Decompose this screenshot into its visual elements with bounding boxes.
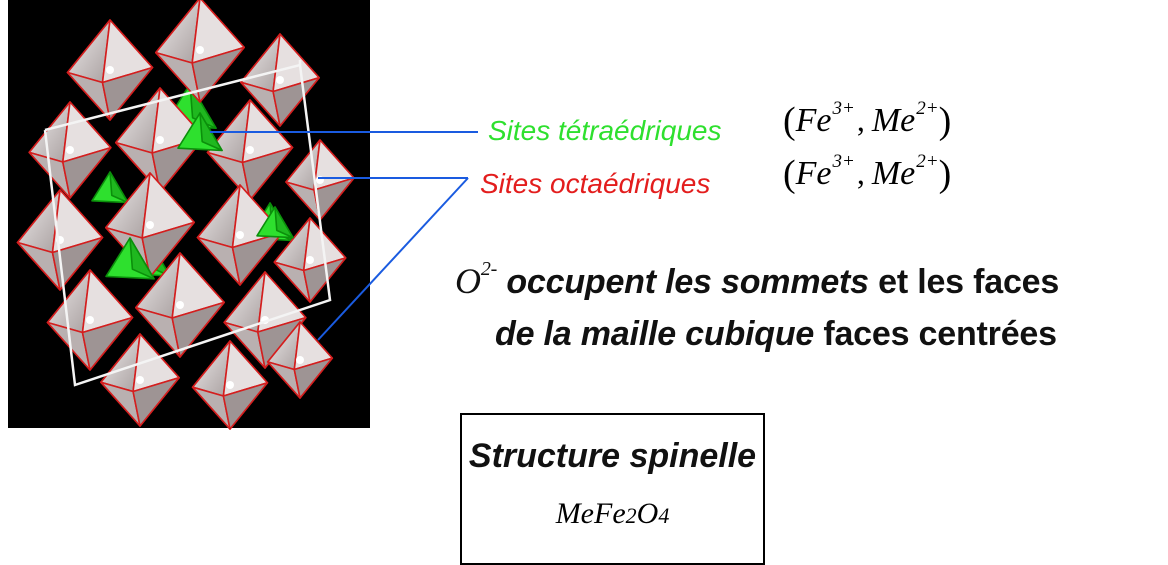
oxygen-description-line2: de la maille cubique faces centrées bbox=[495, 315, 1057, 353]
atom-sphere bbox=[106, 66, 114, 74]
structure-box: Structure spinelle MeFe2O4 bbox=[460, 413, 765, 565]
structure-formula: MeFe2O4 bbox=[555, 497, 670, 530]
octahedron-face bbox=[81, 316, 134, 371]
tetrahedron-face bbox=[274, 206, 294, 239]
crystal-model bbox=[16, 0, 355, 430]
atom-sphere bbox=[296, 356, 304, 364]
oxygen-description-line1: O2- occupent les sommets et les faces bbox=[455, 258, 1060, 301]
atom-sphere bbox=[276, 76, 284, 84]
octahedron-face bbox=[61, 146, 112, 199]
octahedron-face bbox=[141, 221, 195, 278]
octahedron-face bbox=[231, 231, 284, 286]
atom-sphere bbox=[156, 136, 164, 144]
octahedron-face bbox=[272, 76, 320, 127]
structure-title: Structure spinelle bbox=[468, 437, 757, 475]
octahedron-face bbox=[51, 236, 104, 291]
octahedron-face bbox=[151, 136, 205, 193]
octa-leader-line-bottom bbox=[317, 177, 469, 341]
atom-sphere bbox=[246, 146, 254, 154]
octahedron-face bbox=[293, 357, 334, 399]
tetrahedral-ions-formula: (Fe3+,Me2+) bbox=[783, 98, 952, 142]
atom-sphere bbox=[236, 231, 244, 239]
atom-sphere bbox=[136, 376, 144, 384]
octahedral-sites-label: Sites octaédriques bbox=[480, 168, 711, 199]
atom-sphere bbox=[226, 381, 234, 389]
tetrahedron-face bbox=[129, 237, 155, 280]
atom-sphere bbox=[146, 221, 154, 229]
octahedral-ions-formula: (Fe3+,Me2+) bbox=[783, 151, 952, 195]
octahedron-face bbox=[101, 66, 154, 121]
atom-sphere bbox=[66, 146, 74, 154]
octahedron-face bbox=[132, 376, 180, 427]
atom-sphere bbox=[176, 301, 184, 309]
octahedron-face bbox=[171, 301, 225, 358]
leader-lines bbox=[210, 131, 478, 341]
unit-cell-wireframe bbox=[43, 60, 332, 387]
octahedron-face bbox=[222, 381, 269, 430]
atom-sphere bbox=[306, 256, 314, 264]
octahedron-face bbox=[241, 146, 294, 201]
tetrahedron-face bbox=[109, 171, 129, 204]
atom-sphere bbox=[196, 46, 204, 54]
tetrahedral-sites-label: Sites tétraédriques bbox=[488, 115, 722, 146]
atom-sphere bbox=[86, 316, 94, 324]
